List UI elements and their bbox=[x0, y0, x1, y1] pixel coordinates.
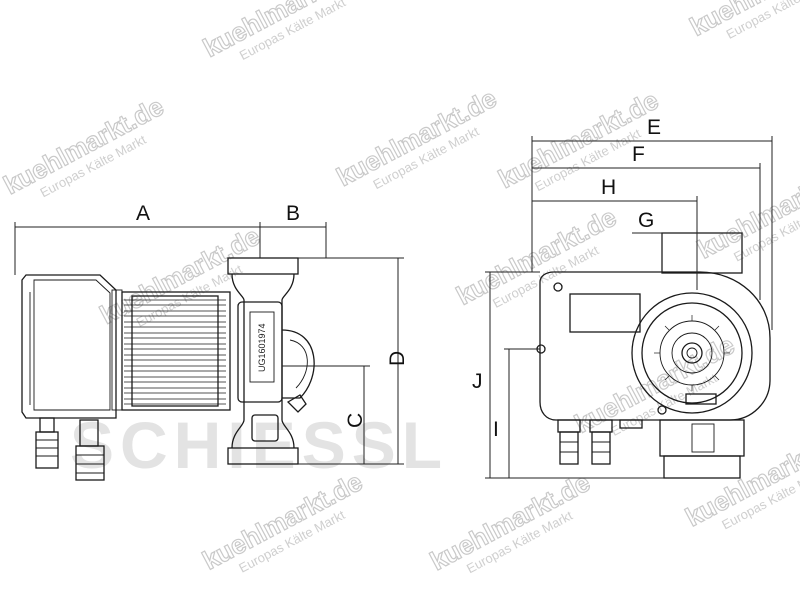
dim-label-h: H bbox=[601, 176, 616, 199]
left-dimensions: A B D C bbox=[14, 202, 409, 465]
right-dimensions: E F H G J I bbox=[472, 116, 773, 479]
rotor-ticks bbox=[654, 315, 730, 391]
dim-label-e: E bbox=[647, 116, 661, 139]
pump-side-view: UG1601974 bbox=[21, 257, 315, 481]
dim-label-a: A bbox=[136, 202, 150, 225]
dim-label-b: B bbox=[286, 202, 300, 225]
dim-label-i: I bbox=[493, 418, 499, 441]
watermark-brand: SCHIESSL bbox=[70, 408, 448, 482]
dim-label-c: C bbox=[344, 413, 367, 428]
motor-fins bbox=[124, 299, 226, 405]
dim-label-d: D bbox=[386, 351, 409, 366]
dim-label-g: G bbox=[638, 209, 654, 232]
dim-label-f: F bbox=[632, 143, 645, 166]
serial-stamp: UG1601974 bbox=[257, 323, 267, 372]
dim-label-j: J bbox=[472, 370, 483, 393]
